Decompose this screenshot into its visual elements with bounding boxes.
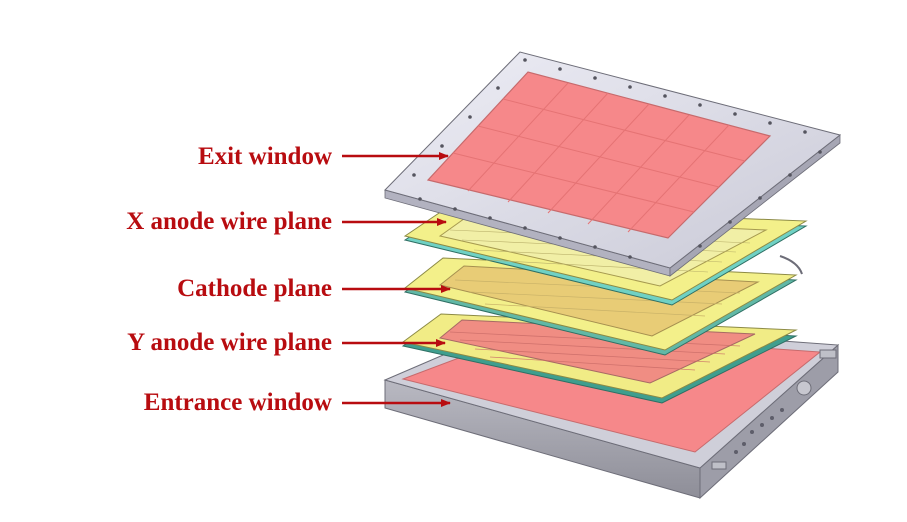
- label-cathode-plane: Cathode plane: [177, 275, 332, 302]
- label-x-anode-wire-plane: X anode wire plane: [126, 208, 332, 235]
- label-entrance-window: Entrance window: [143, 389, 332, 416]
- label-y-anode-wire-plane: Y anode wire plane: [127, 329, 332, 356]
- exit-window: [384, 51, 842, 277]
- label-exit-window: Exit window: [197, 143, 332, 170]
- label-arrows: [342, 152, 451, 407]
